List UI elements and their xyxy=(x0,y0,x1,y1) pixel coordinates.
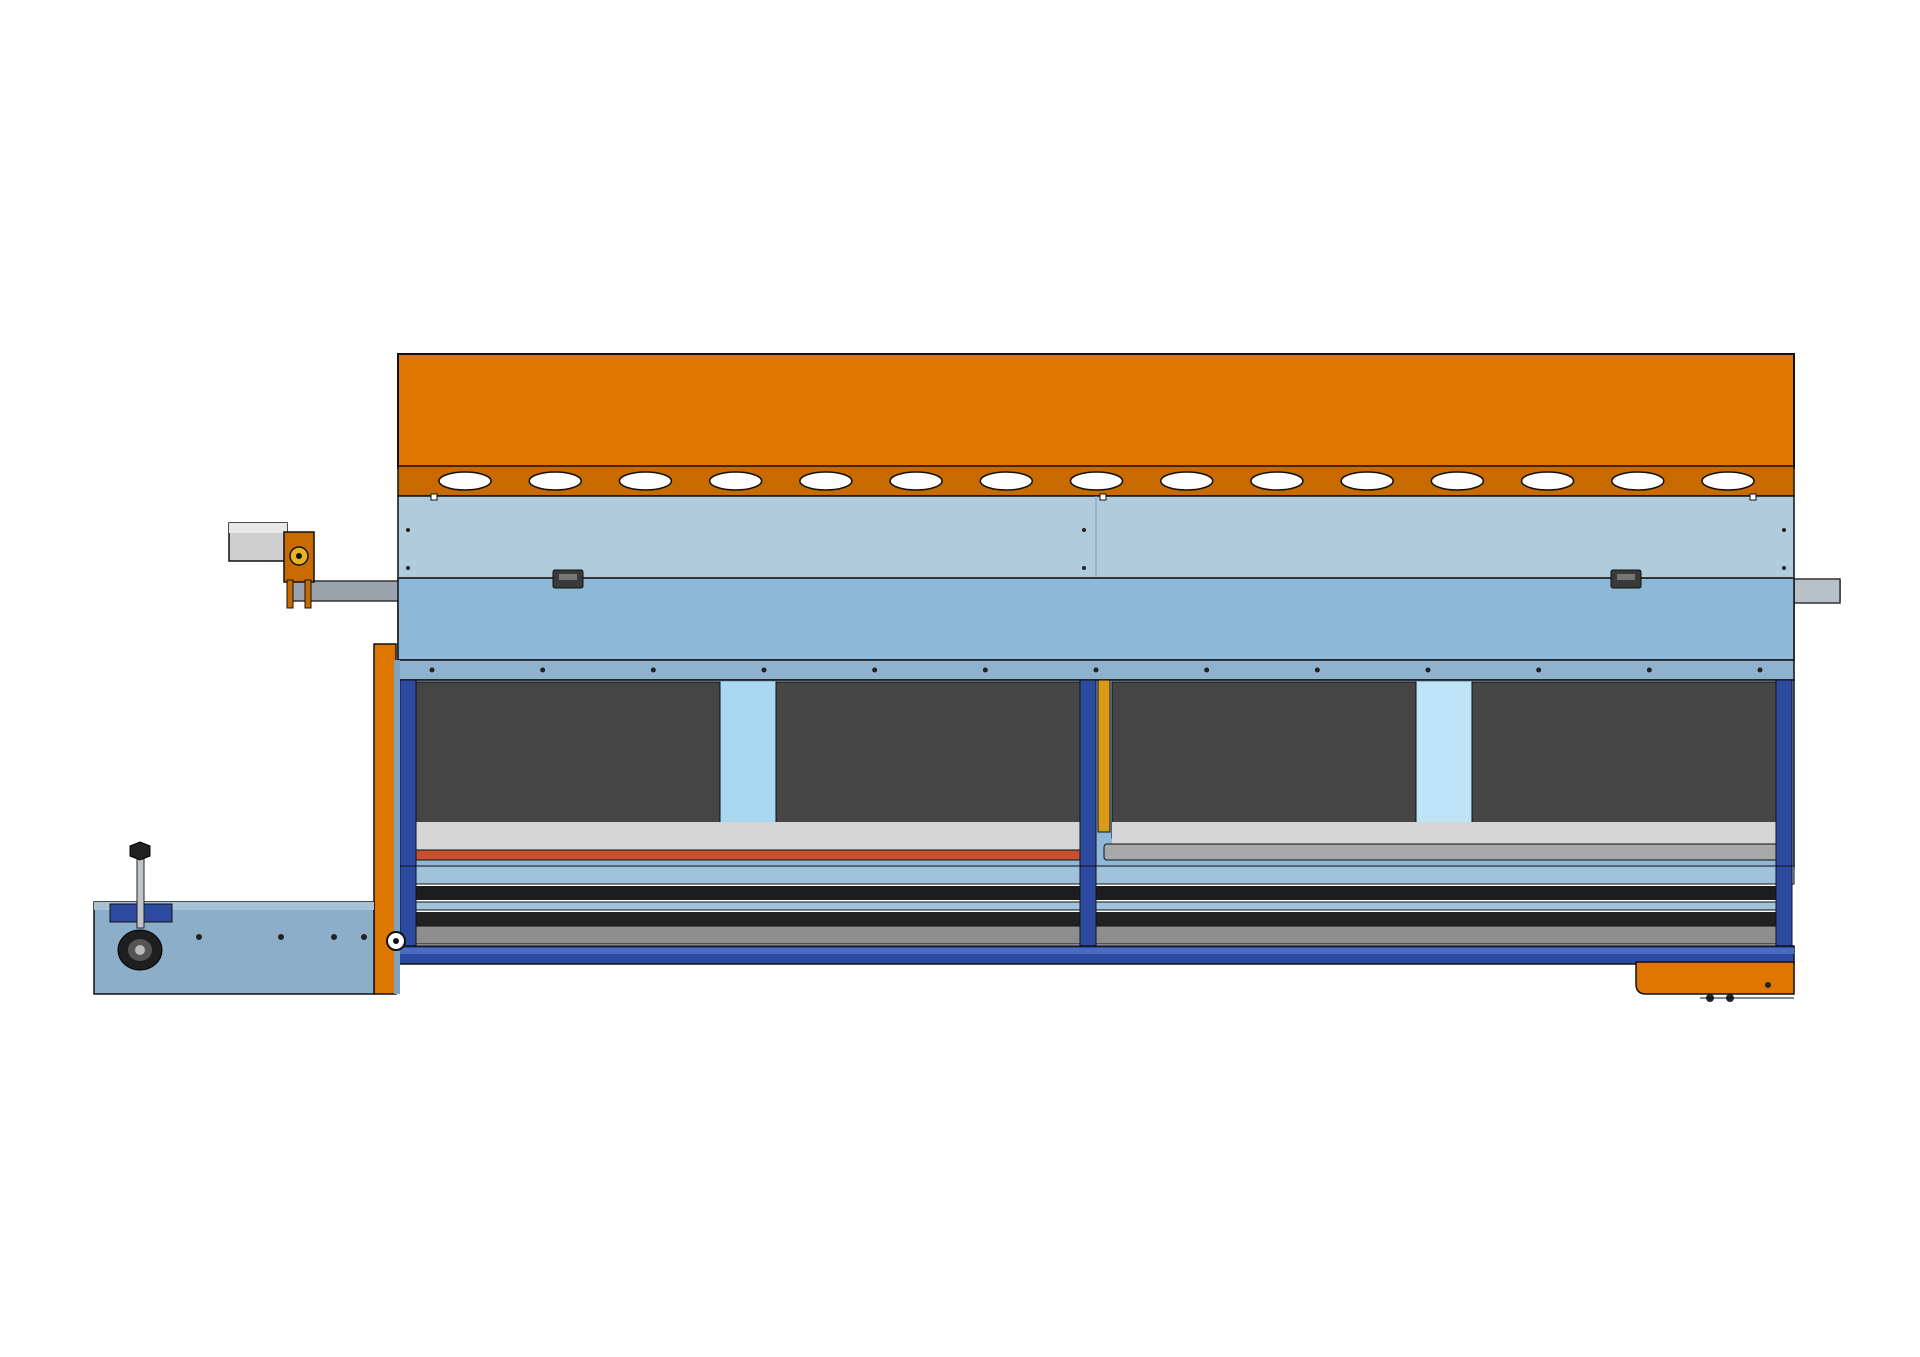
light-gap-right xyxy=(1416,682,1472,822)
clamp-right xyxy=(1610,569,1642,589)
light-gap-left xyxy=(720,682,776,822)
shaft-end-right xyxy=(1793,578,1841,604)
vent-slot xyxy=(1069,471,1124,491)
vent-slot xyxy=(1159,471,1214,491)
rivet xyxy=(872,667,878,673)
rivet xyxy=(1425,667,1431,673)
vent-slot xyxy=(799,471,853,491)
base-bracket-right xyxy=(1635,961,1795,995)
grey-strip xyxy=(1103,843,1787,861)
window-bay-3 xyxy=(1111,681,1417,839)
rivet xyxy=(1646,667,1652,673)
vent-slot xyxy=(1250,471,1304,491)
top-hood xyxy=(397,353,1795,469)
rivet xyxy=(982,667,988,673)
window-bay-4 xyxy=(1471,681,1777,839)
rivet xyxy=(540,667,546,673)
rivet xyxy=(761,667,767,673)
handwheel-valve xyxy=(109,841,173,971)
vent-slot xyxy=(528,471,582,491)
rivet xyxy=(429,667,435,673)
vent-slot xyxy=(1430,471,1485,491)
rivet xyxy=(1536,667,1542,673)
vent-slots xyxy=(438,471,1755,491)
fastener-markers xyxy=(406,493,1786,570)
window-bay-1 xyxy=(415,681,721,839)
vent-slot xyxy=(1340,471,1394,491)
rivets xyxy=(429,667,1763,673)
rivet xyxy=(650,667,656,673)
rivet xyxy=(1093,667,1099,673)
lower-rail-band xyxy=(399,865,1795,885)
vent-slot xyxy=(1520,471,1575,491)
window-bay-2 xyxy=(775,681,1081,839)
frame-post-yellow xyxy=(1097,679,1111,833)
red-strip xyxy=(415,849,1081,861)
vent-slot xyxy=(708,471,763,491)
rivet xyxy=(1314,667,1320,673)
vent-slot xyxy=(1611,471,1665,491)
rivet xyxy=(1757,667,1763,673)
drive-motor xyxy=(228,522,315,609)
vent-slot xyxy=(438,471,492,491)
rivet xyxy=(1204,667,1210,673)
vent-slot xyxy=(618,471,673,491)
clamp-left xyxy=(552,569,584,589)
vent-slot xyxy=(979,471,1034,491)
vent-slot xyxy=(889,471,943,491)
vent-slot xyxy=(1701,471,1755,491)
